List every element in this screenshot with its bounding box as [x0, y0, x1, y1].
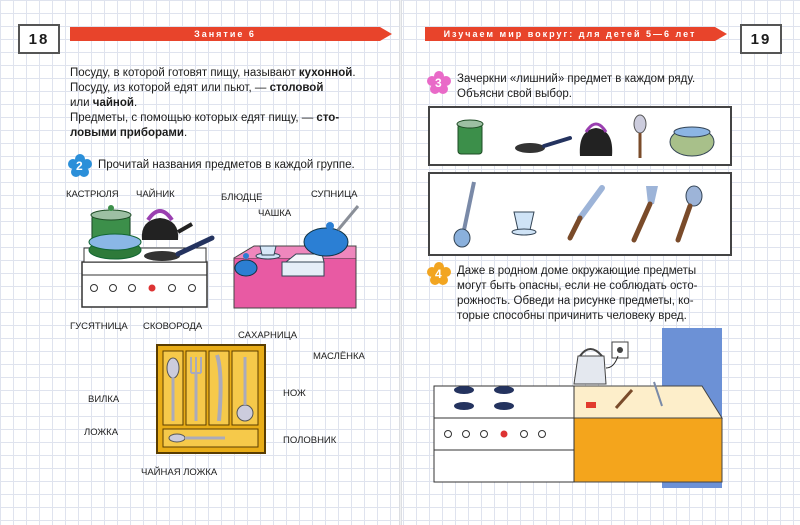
intro-text: Посуду, в которой готовят пищу, называют…	[70, 66, 380, 141]
intro-line: Посуду, из которой едят или пьют, —	[70, 82, 270, 94]
task3-line: Объясни свой выбор.	[457, 88, 572, 100]
kitchen-stove-illustration	[81, 205, 215, 308]
page-header-left-text: Занятие 6	[194, 29, 256, 39]
task-number-flower-4	[427, 262, 451, 285]
label-pot: КАСТРЮЛЯ	[66, 189, 119, 200]
task-number-4: 4	[435, 267, 442, 281]
tableware-illustration	[233, 205, 360, 309]
page-number-left-text: 18	[28, 30, 50, 48]
task-number-flower-2	[68, 154, 92, 177]
intro-punct: .	[133, 97, 138, 109]
label-butter-dish: МАСЛЁНКА	[313, 351, 365, 362]
task-number-2: 2	[76, 159, 83, 173]
label-cup: ЧАШКА	[258, 208, 292, 219]
page-header-right: Изучаем мир вокруг: для детей 5—6 лет	[425, 27, 727, 41]
task-number-flower-3	[427, 71, 451, 94]
task4-line: рожность. Обведи на рисунке предметы, ко…	[457, 295, 694, 307]
label-frying-pan: СКОВОРОДА	[143, 321, 203, 332]
task4-instruction: Даже в родном доме окружающие предметы м…	[457, 264, 732, 324]
label-spoon: ЛОЖКА	[84, 427, 119, 438]
intro-line: Предметы, с помощью которых едят пищу, —	[70, 112, 317, 124]
intro-line: Посуду, в которой готовят пищу, называют	[70, 67, 299, 79]
label-saucer: БЛЮДЦЕ	[221, 192, 263, 203]
label-roaster: ГУСЯТНИЦА	[70, 321, 128, 332]
intro-punct: .	[352, 67, 356, 79]
intro-term-kitchen: кухонной	[298, 67, 353, 79]
task3-line: Зачеркни «лишний» предмет в каждом ряду.	[457, 73, 696, 85]
intro-line: или	[70, 97, 93, 109]
label-sugar-bowl: САХАРНИЦА	[238, 330, 298, 341]
task-number-3: 3	[435, 76, 442, 90]
task4-line: могут быть опасны, если не соблюдать ост…	[457, 280, 698, 292]
label-teaspoon: ЧАЙНАЯ ЛОЖКА	[141, 467, 218, 478]
book-spine	[399, 0, 402, 525]
page-number-right: 19	[740, 24, 782, 54]
label-kettle: ЧАЙНИК	[136, 189, 175, 200]
task3-instruction: Зачеркни «лишний» предмет в каждом ряду.…	[457, 72, 695, 102]
odd-one-out-row-2[interactable]	[428, 172, 732, 256]
intro-punct: .	[184, 127, 188, 139]
intro-term-tea: чайной	[92, 97, 134, 109]
kitchen-hazards-illustration[interactable]	[432, 328, 732, 488]
intro-term-cutlery-2: ловыми приборами	[70, 127, 185, 139]
intro-term-table: столовой	[269, 82, 324, 94]
label-ladle: ПОЛОВНИК	[283, 435, 337, 446]
label-fork: ВИЛКА	[88, 394, 120, 405]
odd-one-out-row-1[interactable]	[428, 106, 732, 166]
label-knife: НОЖ	[283, 388, 306, 399]
cutlery-tray-illustration	[156, 344, 266, 454]
label-tureen: СУПНИЦА	[311, 189, 358, 200]
task4-line: торые способны причинить человеку вред.	[457, 310, 687, 322]
page-number-right-text: 19	[750, 30, 772, 48]
row1-items	[456, 114, 715, 158]
task4-line: Даже в родном доме окружающие предметы	[457, 265, 697, 277]
intro-term-cutlery: сто-	[316, 112, 340, 124]
row2-items	[453, 181, 703, 248]
task2-instruction: Прочитай названия предметов в каждой гру…	[98, 159, 355, 171]
page-header-right-text: Изучаем мир вокруг: для детей 5—6 лет	[443, 29, 697, 39]
page-header-left: Занятие 6	[70, 27, 392, 41]
page-number-left: 18	[18, 24, 60, 54]
